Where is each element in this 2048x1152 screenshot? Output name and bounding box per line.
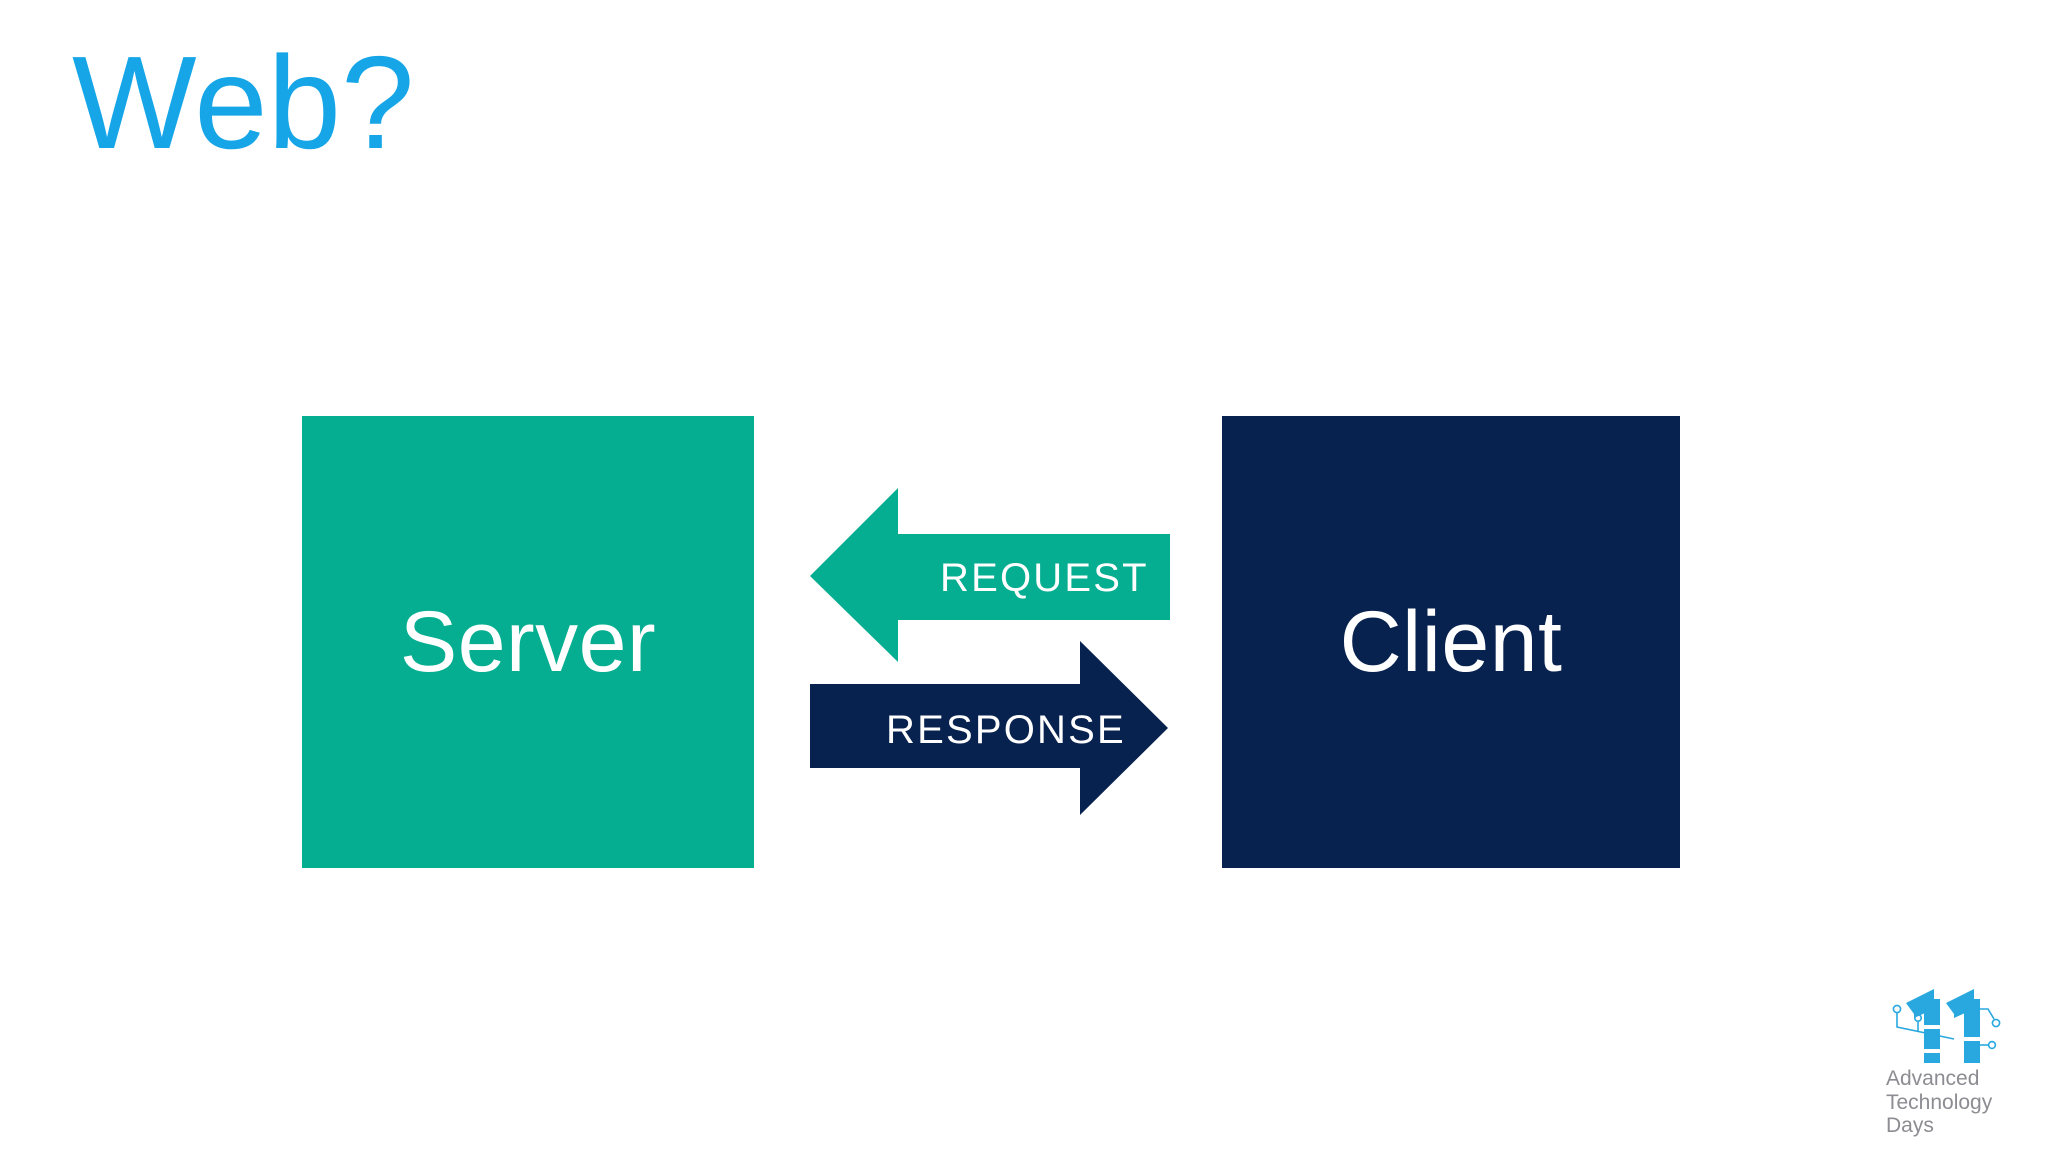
server-node-label: Server bbox=[399, 594, 657, 690]
page-title: Web? bbox=[72, 29, 415, 176]
brand-logo-line-2: Technology bbox=[1886, 1090, 1993, 1114]
atd-eleven-logo-icon bbox=[1892, 989, 2001, 1064]
response-arrow bbox=[810, 641, 1168, 815]
brand-logo: Advanced Technology Days bbox=[1882, 987, 2032, 1138]
brand-logo-line-3: Days bbox=[1886, 1114, 1934, 1138]
arrow-right-icon bbox=[810, 641, 1168, 815]
diagram-node-client: Client bbox=[1222, 416, 1680, 868]
brand-logo-line-1: Advanced bbox=[1886, 1067, 1980, 1091]
request-arrow bbox=[810, 488, 1170, 662]
response-arrow-label: RESPONSE bbox=[886, 708, 1126, 752]
diagram-node-server: Server bbox=[302, 416, 754, 868]
brand-logo-text: Advanced Technology Days bbox=[1886, 1067, 2032, 1138]
arrow-left-icon bbox=[810, 488, 1170, 662]
client-node-label: Client bbox=[1339, 594, 1563, 690]
request-arrow-label: REQUEST bbox=[940, 556, 1149, 600]
